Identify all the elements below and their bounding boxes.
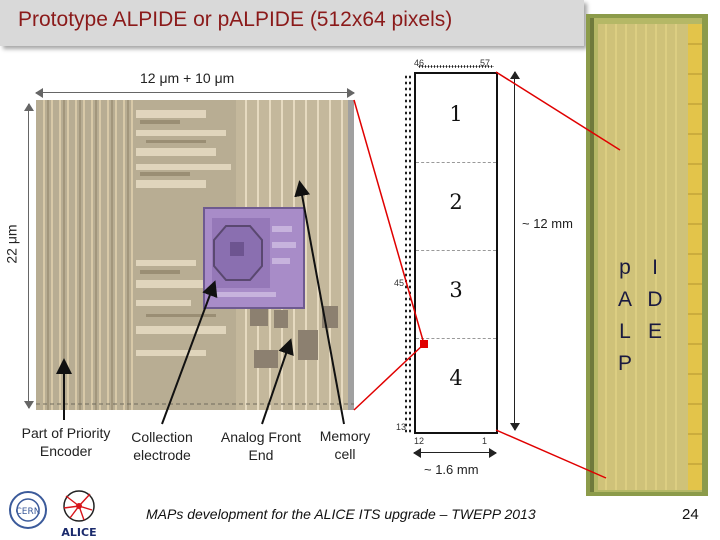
matrix-sector-divider (416, 162, 496, 163)
coord-label-1: 1 (482, 436, 488, 446)
memory-cell-label: Memory cell (319, 428, 371, 462)
analog-front-end-label: Analog Front End (220, 429, 302, 463)
die-letter: P (617, 352, 632, 375)
page-number: 24 (682, 506, 699, 523)
die-letter: D (647, 288, 663, 311)
coord-label-13: 13 (396, 422, 407, 432)
die-letter: L (619, 320, 631, 343)
matrix-sector-divider (416, 338, 496, 339)
collection-electrode-label: Collection electrode (131, 429, 193, 463)
title-bar: Prototype ALPIDE or pALPIDE (512x64 pixe… (0, 0, 584, 46)
pixel-height-label: 22 μm (3, 224, 20, 264)
matrix-sector-3: 3 (449, 278, 463, 302)
matrix-sector-4: 4 (449, 366, 463, 390)
cern-logo-text: CERN (16, 507, 41, 517)
die-letter: E (647, 320, 662, 343)
pixel-location-marker (420, 340, 428, 348)
pixel-height-dimension-arrow (24, 103, 34, 409)
matrix-sector-1: 1 (449, 102, 463, 126)
matrix-top-pads (418, 64, 494, 69)
matrix-width-label: ~ 1.6 mm (424, 462, 479, 477)
pixel-layout-image (36, 100, 354, 410)
cern-logo: CERN (9, 491, 47, 529)
priority-encoder-label: Part of Priority Encoder (21, 425, 111, 459)
die-letter: I (652, 256, 658, 279)
alice-logo: ALICE (61, 490, 97, 538)
matrix-width-dimension-arrow (413, 448, 497, 458)
footer-text: MAPs development for the ALICE ITS upgra… (146, 506, 536, 522)
slide-title: Prototype ALPIDE or pALPIDE (512x64 pixe… (18, 8, 453, 31)
matrix-height-label: ~ 12 mm (522, 216, 573, 231)
matrix-sector-2: 2 (449, 190, 463, 214)
coord-label-46: 46 (414, 58, 425, 68)
pixel-matrix: 1 2 3 4 (414, 72, 498, 434)
coord-label-12: 12 (414, 436, 425, 446)
die-letter: A (617, 288, 632, 311)
matrix-left-pads (404, 74, 412, 434)
die-letter: p (619, 256, 631, 279)
coord-label-45: 45 (394, 278, 405, 288)
matrix-height-dimension-arrow (510, 71, 520, 431)
coord-label-57: 57 (480, 58, 491, 68)
die-marking-column-2: I D E (642, 252, 668, 348)
pixel-width-dimension-arrow (35, 88, 355, 98)
pixel-width-label: 12 μm + 10 μm (140, 70, 235, 86)
die-marking-column-1: p A L P (612, 252, 638, 380)
alice-logo-text: ALICE (61, 526, 96, 538)
matrix-sector-divider (416, 250, 496, 251)
